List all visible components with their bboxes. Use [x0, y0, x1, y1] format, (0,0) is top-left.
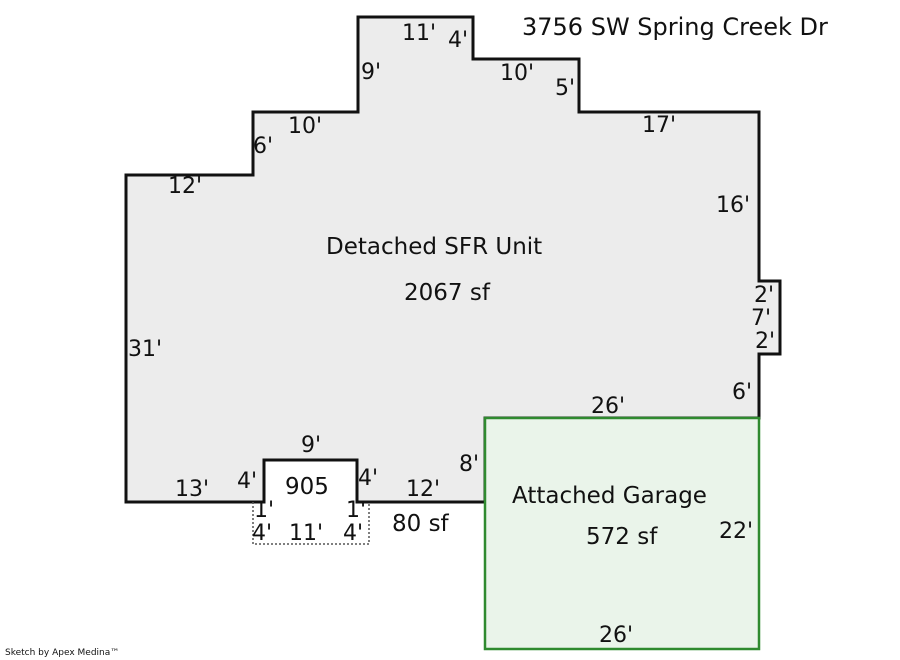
dimension-label: 4': [358, 466, 378, 491]
porch-area-size: 80 sf: [392, 511, 450, 537]
dimension-label: 17': [642, 113, 676, 138]
dimension-label: 4': [343, 521, 363, 546]
garage-outline: [483, 416, 761, 651]
garage-area-name: Attached Garage: [512, 483, 707, 509]
dimension-label: 12': [406, 477, 440, 502]
dimension-label: 1': [346, 498, 366, 523]
dimension-label: 22': [719, 519, 753, 544]
dimension-label: 4': [252, 521, 272, 546]
garage-area-size: 572 sf: [586, 524, 658, 550]
dimension-label: 11': [289, 521, 323, 546]
house-area-size: 2067 sf: [404, 280, 491, 306]
dimension-label: 26': [599, 623, 633, 648]
dimension-label: 26': [591, 394, 625, 419]
dimension-label: 4': [237, 469, 257, 494]
porch-area-code: 905: [285, 474, 329, 500]
dimension-label: 5': [555, 76, 575, 101]
property-address: 3756 SW Spring Creek Dr: [522, 13, 828, 41]
dimension-label: 1': [254, 498, 274, 523]
dimension-label: 9': [301, 433, 321, 458]
porch-outline: [252, 502, 370, 545]
dimension-label: 16': [716, 193, 750, 218]
dimension-label: 31': [128, 337, 162, 362]
dimension-label: 2': [754, 283, 774, 308]
sketch-credit: Sketch by Apex Medina™: [5, 648, 119, 658]
dimension-label: 9': [361, 60, 381, 85]
dimension-label: 10': [500, 61, 534, 86]
dimension-label: 6': [732, 380, 752, 405]
dimension-label: 12': [168, 174, 202, 199]
dimension-label: 10': [288, 114, 322, 139]
dimension-label: 13': [175, 477, 209, 502]
dimension-label: 2': [755, 329, 775, 354]
dimension-label: 4': [448, 28, 468, 53]
dimension-label: 8': [459, 452, 479, 477]
dimension-label: 6': [253, 134, 273, 159]
dimension-label: 11': [402, 21, 436, 46]
house-area-name: Detached SFR Unit: [326, 234, 542, 260]
dimension-label: 7': [751, 306, 771, 331]
house-outline: [124, 15, 782, 504]
